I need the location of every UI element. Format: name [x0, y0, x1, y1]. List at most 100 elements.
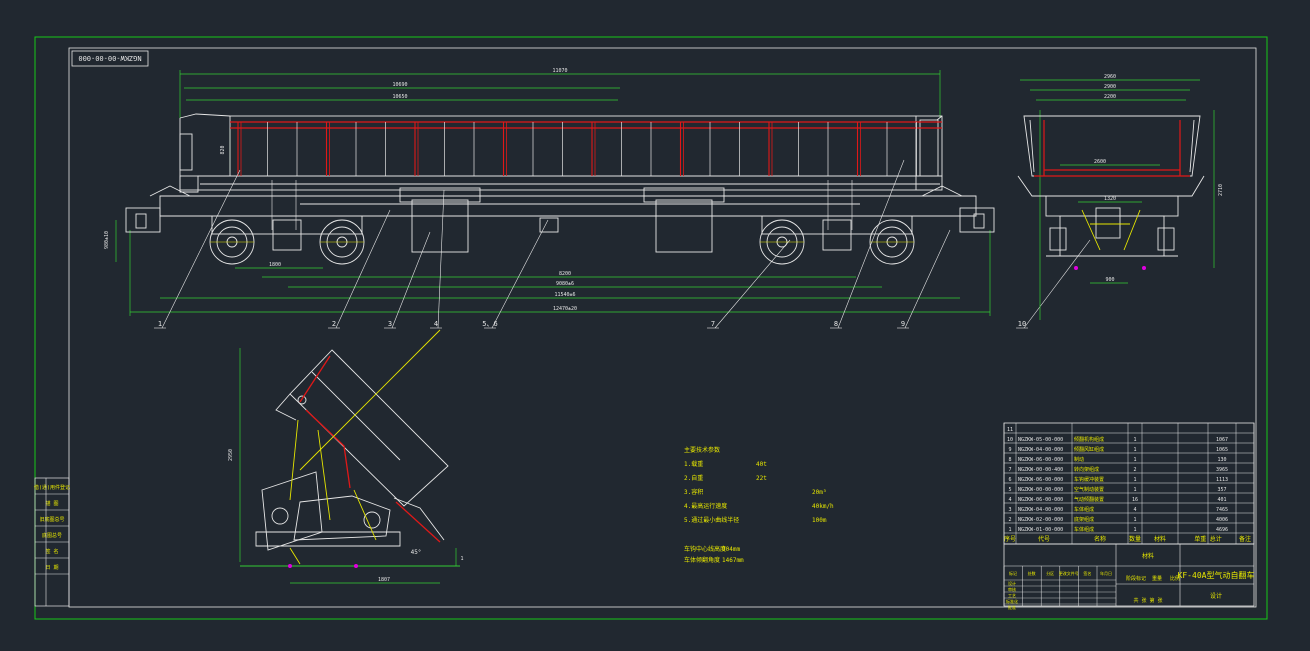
bom-weight: 1113	[1216, 477, 1228, 483]
bom-code: NGZKW-04-00-000	[1018, 447, 1063, 453]
end-body	[1017, 115, 1205, 257]
note-label: 4.最高运行速度	[684, 502, 727, 510]
bogie-1	[209, 215, 365, 265]
dump-dimension-lines	[239, 348, 457, 584]
bom-qty: 1	[1133, 437, 1136, 443]
bom-no: 4	[1008, 497, 1011, 503]
leader-line	[391, 231, 431, 329]
dim-overall: 11070	[552, 68, 567, 74]
left-strip-cell: 签 名	[45, 548, 58, 555]
bom-weight: 4696	[1216, 527, 1228, 533]
note-label: 2.自重	[684, 474, 703, 482]
bom-header-note: 备注	[1239, 535, 1251, 543]
tb-role: 设计	[1008, 580, 1016, 586]
bom-code: NGZKW-00-00-000	[1018, 487, 1063, 493]
dim-length-b: 11540±6	[554, 292, 575, 298]
bom-no: 9	[1008, 447, 1011, 453]
dim-side-height: 820	[220, 145, 226, 154]
note-lower-label: 车体倾翻角度	[684, 556, 720, 564]
dump-yellow-links	[289, 329, 441, 565]
left-strip-cell: 描 图	[45, 500, 58, 507]
side-view: 11070 10690 10650 1800 8200 9080±6 11540…	[104, 68, 995, 316]
end-dim-height: 2710	[1218, 184, 1224, 196]
bogies	[209, 215, 915, 265]
bom-name: 车体组成	[1074, 526, 1094, 533]
bom-header-code: 代号	[1038, 535, 1050, 543]
tipping-cylinders	[399, 187, 725, 253]
note-value: 40t	[756, 461, 767, 468]
leader-line	[335, 209, 391, 329]
dim-bogie-wheelbase: 1800	[269, 262, 281, 268]
dump-dim-height: 2950	[228, 449, 234, 461]
note-label: 5.通过最小曲线半径	[684, 516, 739, 524]
note-lower-value: 904mm	[722, 546, 740, 553]
note-lower-value: 1467mm	[722, 557, 744, 564]
bom-weight: 3965	[1216, 467, 1228, 473]
tb-role: 工艺	[1008, 593, 1016, 598]
bom-no: 3	[1008, 507, 1011, 513]
tb-company: 设计	[1210, 592, 1222, 600]
note-lower-label: 车钩中心线高度	[684, 545, 726, 553]
tb-row-label: 标记	[1009, 570, 1017, 576]
leader-line	[1023, 239, 1091, 329]
bom-name: 底架组成	[1074, 516, 1094, 523]
tb-row-label: 年月日	[1100, 570, 1112, 576]
bom-name: 车钩缓冲装置	[1074, 476, 1104, 483]
note-label: 1.载重	[684, 460, 703, 468]
bom-no: 7	[1008, 467, 1011, 473]
bom-weight: 401	[1217, 497, 1226, 503]
end-view: 2960 2900 2200 2600 1320 900 2710	[1017, 74, 1224, 320]
bom-weight: 1065	[1216, 447, 1228, 453]
tb-role: 批准	[1008, 604, 1016, 610]
tb-stage: 阶段标记	[1126, 575, 1146, 582]
bom-code: NGZKW-04-00-000	[1018, 507, 1063, 513]
bom-name: 空气制动装置	[1074, 486, 1104, 493]
bom-weight: 357	[1217, 487, 1226, 493]
end-dim-width-3: 2200	[1104, 94, 1116, 100]
bom-name: 倾翻机构组成	[1074, 436, 1104, 443]
dim-length-c: 12470±20	[553, 306, 577, 312]
bom-no: 11	[1007, 427, 1013, 433]
drawing-code: NGZKW-00-00-000	[78, 54, 141, 62]
tb-material: 材料	[1142, 552, 1154, 560]
drawing-code-box: NGZKW-00-00-000	[71, 50, 149, 67]
note-label: 3.容积	[684, 488, 703, 496]
dump-dim-base: 1807	[378, 577, 390, 583]
bom-header-mat: 材料	[1154, 535, 1166, 543]
bom-no: 2	[1008, 517, 1011, 523]
tb-row-label: 分区	[1046, 570, 1054, 576]
bom-code: NGZKW-05-00-000	[1018, 437, 1063, 443]
bom-header-wt: 单重 总计	[1194, 535, 1222, 543]
body-stakes	[237, 122, 917, 176]
leader-line	[837, 159, 905, 329]
bom-name: 转向架组成	[1074, 466, 1099, 473]
bom-qty: 16	[1132, 497, 1138, 503]
end-dim-width-2: 2900	[1104, 84, 1116, 90]
dim-upper-2: 10650	[392, 94, 407, 100]
bom-weight: 4006	[1216, 517, 1228, 523]
leader-line	[437, 189, 445, 329]
bom-code: NGZKW-06-00-000	[1018, 477, 1063, 483]
leader-line	[161, 169, 241, 329]
tb-sheet: 共 张 第 张	[1133, 597, 1162, 604]
note-value: 20m³	[812, 489, 826, 496]
bom-weight: 7465	[1216, 507, 1228, 513]
bom-weight: 130	[1217, 457, 1226, 463]
bom-header-no: 序号	[1004, 535, 1016, 543]
bom-qty: 2	[1133, 467, 1136, 473]
balloon-6: 7	[711, 320, 715, 328]
bom-qty: 1	[1133, 487, 1136, 493]
dump-body	[240, 349, 460, 567]
balloon-8: 9	[901, 320, 905, 328]
bom-code: NGZKW-00-00-400	[1018, 467, 1063, 473]
bom-no: 6	[1008, 477, 1011, 483]
tb-role: 审核	[1008, 586, 1016, 592]
balloon-1: 1	[158, 320, 162, 328]
note-value: 100m	[812, 517, 827, 524]
tb-row-label: 签名	[1083, 570, 1091, 576]
bom-name: 制动	[1074, 456, 1084, 463]
